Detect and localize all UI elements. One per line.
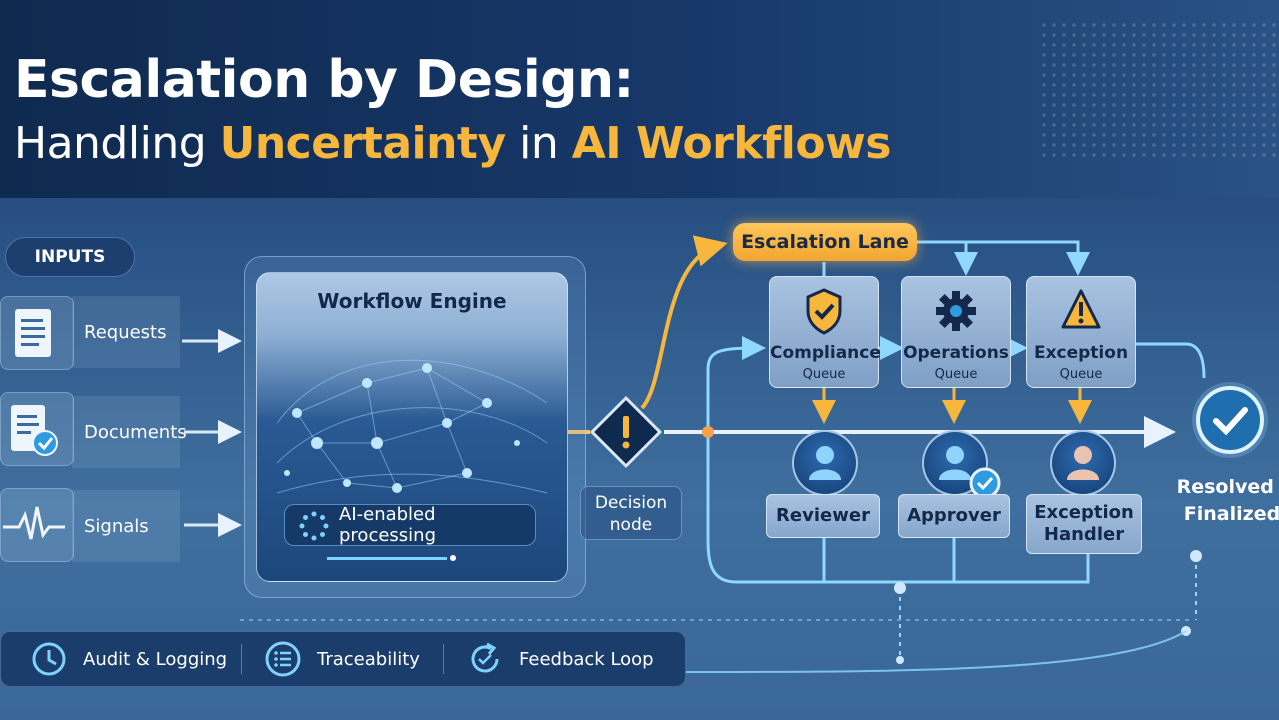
footer-bar: Audit & Logging Traceability Feedback Lo… bbox=[0, 631, 686, 687]
exception-handler-role-box: Exception Handler bbox=[1026, 494, 1142, 554]
queue-name: Exception bbox=[1033, 343, 1129, 363]
exception-handler-avatar bbox=[1050, 430, 1116, 496]
refresh-icon bbox=[471, 642, 499, 673]
input-signals-label: Signals bbox=[84, 515, 149, 537]
subtitle-highlight-2: AI Workflows bbox=[571, 118, 892, 169]
junction-dot bbox=[702, 426, 714, 438]
gear-icon bbox=[936, 291, 976, 331]
subtitle-part-1: Handling bbox=[14, 118, 220, 169]
footer-traceability-item: Traceability bbox=[263, 632, 420, 686]
roles-return-line bbox=[822, 538, 1090, 584]
decision-diamond-icon bbox=[589, 395, 663, 469]
decision-label-line2: node bbox=[609, 515, 653, 535]
person-icon bbox=[809, 446, 841, 480]
signals-icon-box bbox=[0, 488, 74, 562]
footer-return-line bbox=[685, 630, 1187, 673]
role-label: Exception bbox=[1034, 502, 1134, 524]
person-icon bbox=[939, 446, 971, 480]
requests-label-box: Requests bbox=[72, 296, 180, 368]
warning-icon bbox=[1061, 289, 1101, 329]
operations-queue-card: Operations Queue bbox=[901, 276, 1011, 388]
page-subtitle: Handling Uncertainty in AI Workflows bbox=[14, 118, 891, 169]
resolved-check-icon bbox=[1192, 382, 1268, 458]
inputs-badge: INPUTS bbox=[6, 238, 134, 276]
input-requests-label: Requests bbox=[84, 321, 167, 343]
document-check-icon bbox=[11, 405, 58, 456]
footer-divider bbox=[443, 644, 444, 674]
resolved-label: Resolved / Finalized bbox=[1176, 474, 1279, 528]
escalation-lane-badge: Escalation Lane bbox=[733, 223, 917, 261]
clock-icon bbox=[32, 642, 66, 676]
title-band bbox=[0, 0, 1279, 198]
shield-check-icon bbox=[806, 288, 842, 335]
footer-feedback-label: Feedback Loop bbox=[519, 648, 654, 670]
role-label: Reviewer bbox=[776, 505, 870, 527]
footer-audit-item: Audit & Logging bbox=[29, 632, 227, 686]
footer-traceability-label: Traceability bbox=[317, 648, 420, 670]
list-icon bbox=[265, 641, 301, 677]
footer-audit-label: Audit & Logging bbox=[83, 648, 228, 670]
neural-network-graphic bbox=[276, 359, 548, 561]
documents-icon-box bbox=[0, 392, 74, 466]
dot-pattern bbox=[1039, 20, 1279, 160]
resolved-line2: Finalized bbox=[1183, 503, 1279, 525]
role-label-line2: Handler bbox=[1043, 524, 1125, 545]
reviewer-role-box: Reviewer bbox=[766, 494, 880, 538]
page-title: Escalation by Design: bbox=[14, 50, 634, 110]
footer-divider bbox=[241, 644, 242, 674]
subtitle-part-2: in bbox=[505, 118, 572, 169]
exception-queue-card: Exception Queue bbox=[1026, 276, 1136, 388]
spinner-icon bbox=[299, 511, 329, 541]
workflow-engine-title: Workflow Engine bbox=[317, 289, 507, 313]
feedback-loop-path bbox=[706, 336, 766, 584]
approver-role-box: Approver bbox=[898, 494, 1010, 538]
input-documents-label: Documents bbox=[84, 421, 187, 443]
escalation-to-exception bbox=[917, 240, 1090, 276]
documents-label-box: Documents bbox=[72, 396, 187, 468]
queue-sub: Queue bbox=[934, 367, 978, 382]
ai-processing-label: AI-enabled processing bbox=[339, 504, 437, 546]
queue-sub: Queue bbox=[802, 367, 846, 382]
requests-icon-box bbox=[0, 296, 74, 370]
queue-name: Operations bbox=[903, 343, 1009, 363]
pulse-icon bbox=[3, 506, 65, 540]
ai-processing-chip: AI-enabled processing bbox=[284, 504, 536, 546]
footer-feedback-item: Feedback Loop bbox=[465, 632, 654, 686]
queue-sub: Queue bbox=[1059, 367, 1103, 382]
exception-to-resolved-line bbox=[1136, 342, 1206, 379]
escalation-arrow bbox=[640, 235, 728, 410]
signals-label-box: Signals bbox=[72, 490, 180, 562]
resolved-line1: Resolved / bbox=[1176, 476, 1279, 498]
reviewer-avatar bbox=[792, 430, 858, 496]
role-label: Approver bbox=[907, 505, 1001, 527]
decision-node-label: Decision node bbox=[580, 486, 682, 540]
queue-name: Compliance bbox=[770, 343, 881, 363]
escalation-to-operations bbox=[917, 240, 978, 276]
person-icon bbox=[1067, 446, 1099, 480]
compliance-queue-card: Compliance Queue bbox=[769, 276, 881, 388]
decision-label-line1: Decision bbox=[594, 493, 668, 513]
document-icon bbox=[15, 309, 51, 357]
subtitle-highlight-1: Uncertainty bbox=[219, 118, 507, 169]
